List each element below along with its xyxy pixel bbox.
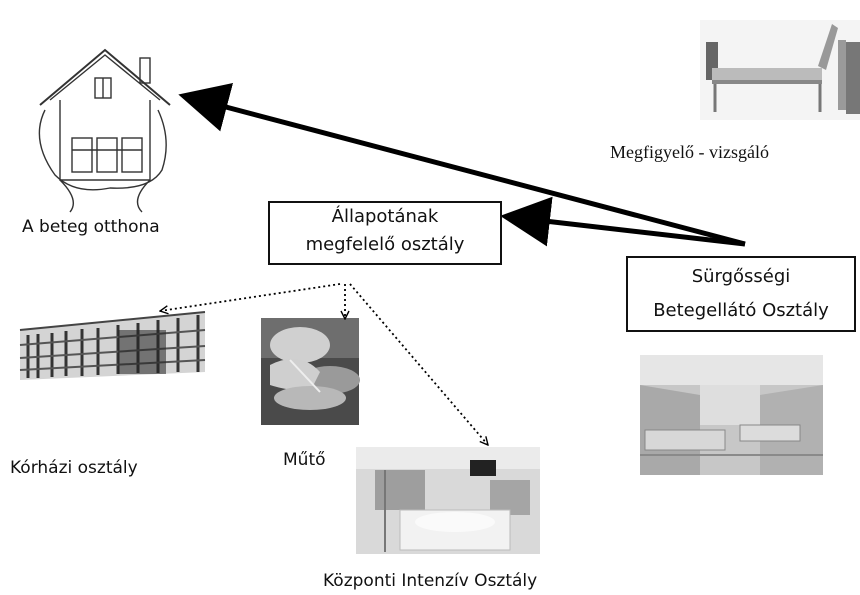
label-ward: Kórházi osztály	[10, 458, 138, 478]
label-icu: Központi Intenzív Osztály	[323, 571, 538, 591]
label-surgery: Műtő	[283, 450, 326, 470]
box-appropriate-department: Állapotának megfelelő osztály	[268, 201, 502, 265]
arrow-emergency-to-department	[500, 196, 746, 247]
icu-photo	[356, 447, 540, 554]
solid-arrows	[178, 83, 746, 247]
house-icon	[38, 48, 171, 213]
box-emergency-line2: Betegellátó Osztály	[653, 300, 829, 321]
dotted-arrows	[160, 283, 488, 445]
hospital-bed-icon	[700, 20, 860, 120]
box-appropriate-department-line1: Állapotának	[331, 206, 439, 227]
surgery-photo	[261, 318, 360, 425]
label-observation: Megfigyelő - vizsgáló	[610, 142, 769, 162]
arrow-department-to-ward	[160, 283, 341, 311]
hospital-building-icon	[19, 311, 206, 380]
box-emergency-line1: Sürgősségi	[691, 266, 791, 287]
box-emergency-department: Sürgősségi Betegellátó Osztály	[626, 256, 856, 332]
box-appropriate-department-line2: megfelelő osztály	[305, 234, 465, 255]
label-home: A beteg otthona	[22, 217, 160, 237]
emergency-ward-photo	[640, 355, 823, 475]
arrow-emergency-to-home	[178, 83, 746, 247]
arrow-department-to-icu	[349, 283, 488, 445]
